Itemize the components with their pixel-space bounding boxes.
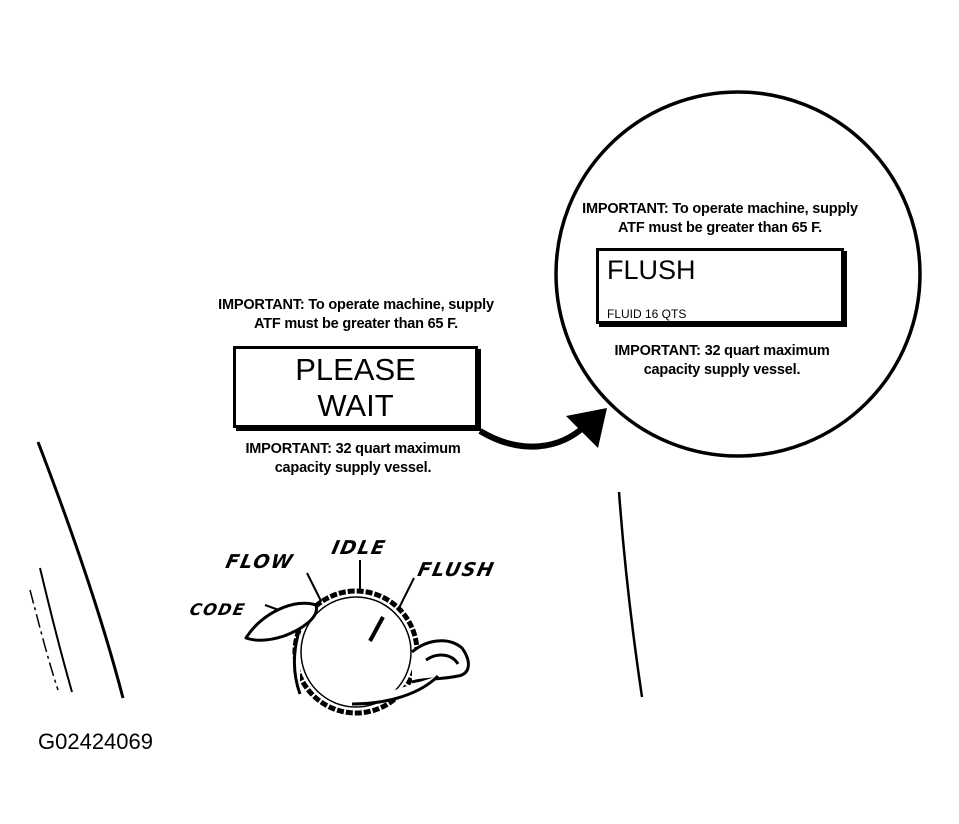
zoom-note-top: IMPORTANT: To operate machine, supply AT… (560, 200, 880, 238)
knob-label-flow: FLOW (223, 551, 296, 573)
knob-label-code: CODE (187, 600, 248, 619)
zoom-display-screen: FLUSH FLUID 16 QTS (596, 248, 844, 324)
zoom-note-top-line2: ATF must be greater than 65 F. (617, 220, 823, 236)
main-note-top-line1: IMPORTANT: To operate machine, supply (218, 297, 494, 313)
main-note-top-line2: ATF must be greater than 65 F. (253, 316, 459, 332)
machine-body-outline (29, 441, 644, 699)
hand-illustration (244, 601, 470, 706)
main-screen-line1: PLEASE (295, 352, 416, 387)
knob-label-idle: IDLE (329, 537, 389, 559)
main-note-bottom-line1: IMPORTANT: 32 quart maximum (245, 441, 461, 457)
zoom-note-bottom: IMPORTANT: 32 quart maximum capacity sup… (572, 342, 872, 380)
zoom-note-bottom-line2: capacity supply vessel. (643, 362, 801, 378)
zoom-circle (554, 90, 922, 458)
zoom-screen-sub: FLUID 16 QTS (607, 307, 687, 321)
main-note-top: IMPORTANT: To operate machine, supply AT… (196, 296, 516, 334)
main-note-bottom: IMPORTANT: 32 quart maximum capacity sup… (203, 440, 503, 478)
knob-label-flush: FLUSH (415, 559, 497, 581)
knob-pointer (368, 616, 385, 642)
main-note-bottom-line2: capacity supply vessel. (274, 460, 432, 476)
zoom-note-bottom-line1: IMPORTANT: 32 quart maximum (614, 343, 830, 359)
main-screen-line2: WAIT (317, 388, 394, 423)
zoom-arrow (478, 408, 607, 450)
zoom-screen-title: FLUSH (607, 255, 696, 285)
zoom-note-top-line1: IMPORTANT: To operate machine, supply (582, 201, 858, 217)
main-display-screen: PLEASE WAIT (233, 346, 478, 428)
figure-code: G02424069 (38, 729, 153, 754)
